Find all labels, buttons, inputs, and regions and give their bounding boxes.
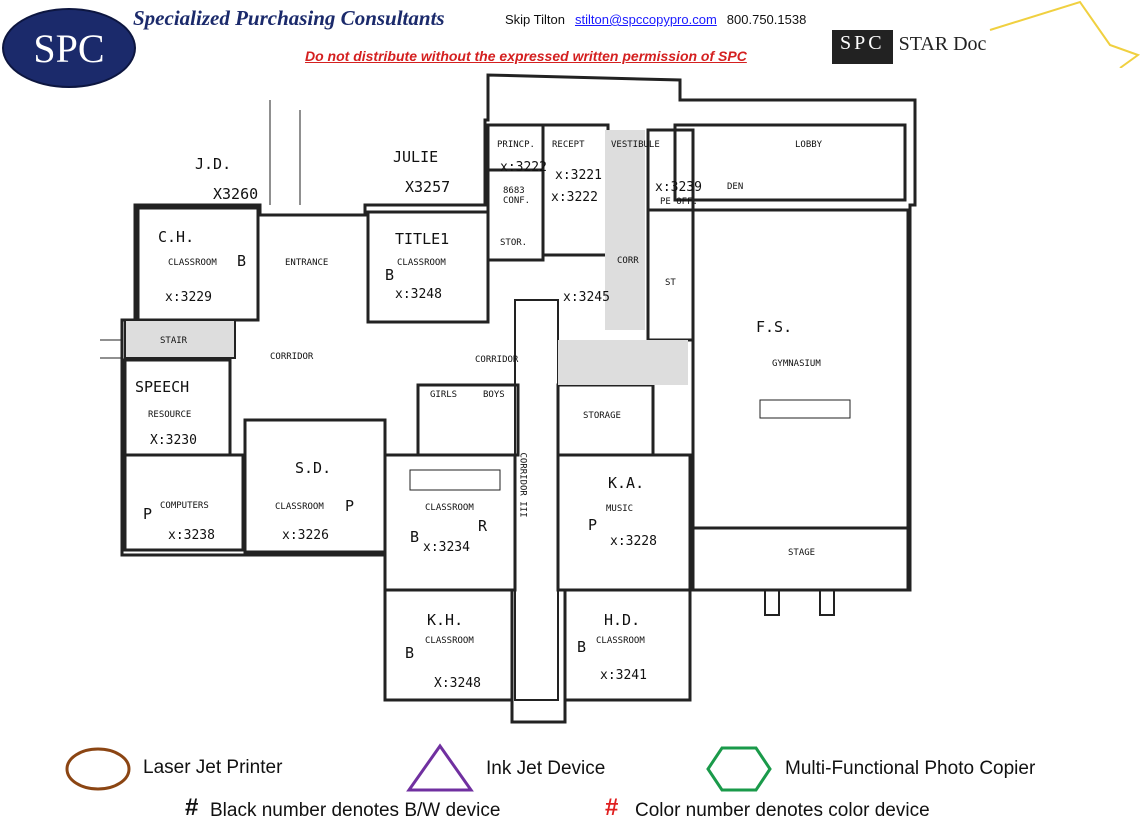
extension-label: x:3234 [423, 540, 470, 555]
legend-inkjet: Ink Jet Device [486, 758, 606, 779]
room-label: PRINCP. [497, 140, 535, 150]
room-label: TITLE1 [395, 230, 450, 248]
room-label: K.A. [608, 474, 645, 492]
inkjet-triangle-icon [406, 743, 474, 792]
bw-hash-icon: # [185, 794, 199, 821]
room-label: VESTIBULE [611, 140, 660, 150]
logo-text: SPC [33, 25, 105, 71]
room-label: JULIE [393, 148, 439, 166]
room-label: X3260 [213, 185, 259, 203]
extension-label: x:3241 [600, 668, 647, 683]
extension-label: x:3238 [168, 528, 215, 543]
room-label: BOYS [483, 390, 505, 400]
room-label: F.S. [756, 318, 793, 336]
device-code: B [410, 528, 420, 546]
room-label: CLASSROOM [168, 258, 217, 268]
legend-copier: Multi-Functional Photo Copier [785, 758, 1036, 779]
distribution-warning: Do not distribute without the expressed … [305, 48, 747, 64]
contact-name: Skip Tilton [505, 12, 565, 27]
room-label: CORRIDOR III [517, 452, 528, 518]
room-label: CLASSROOM [425, 636, 474, 646]
star-icon [989, 0, 1140, 68]
extension-label: X:3248 [434, 676, 481, 691]
stardoc-spc: SPC [832, 30, 893, 64]
extension-label: x:3248 [395, 287, 442, 302]
extension-label: x:3245 [563, 290, 610, 305]
room-label: STAIR [160, 336, 188, 346]
extension-label: x:3229 [165, 290, 212, 305]
room-label: RECEPT [552, 140, 585, 150]
room-label: COMPUTERS [160, 501, 209, 511]
room-label: CORRIDOR [475, 355, 519, 365]
spc-logo: SPC [2, 8, 136, 88]
device-code: B [405, 644, 415, 662]
room-label: CLASSROOM [397, 258, 446, 268]
extension-label: x:3228 [610, 534, 657, 549]
extension-label: x:3226 [282, 528, 329, 543]
room-label: J.D. [195, 155, 232, 173]
room-label: ENTRANCE [285, 258, 329, 268]
legend-color: Color number denotes color device [635, 800, 930, 821]
room-label: C.H. [158, 228, 195, 246]
device-code: B [237, 252, 247, 270]
room-label: 8683 CONF. [503, 186, 531, 206]
extension-label: x:3239 [655, 180, 702, 195]
room-label: STOR. [500, 238, 528, 248]
room-label: ST [665, 278, 676, 288]
legend-bw: Black number denotes B/W device [210, 800, 501, 821]
extension-label: x:3222 [551, 190, 598, 205]
room-label: RESOURCE [148, 410, 192, 420]
room-label: GIRLS [430, 390, 458, 400]
contact-info: Skip Tilton stilton@spccopypro.com 800.750… [505, 12, 806, 27]
room-label: CORR [617, 256, 639, 266]
device-code: R [478, 517, 488, 535]
extension-label: X:3230 [150, 433, 197, 448]
room-label: S.D. [295, 459, 332, 477]
room-label: PE OFF. [660, 197, 698, 207]
device-code: P [345, 497, 355, 515]
room-label: H.D. [604, 611, 641, 629]
room-label: DEN [727, 182, 744, 192]
room-label: STAGE [788, 548, 816, 558]
email-link[interactable]: stilton@spccopypro.com [574, 12, 717, 27]
stardoc-name: STAR Doc [898, 33, 987, 55]
color-hash-icon: # [605, 794, 619, 821]
device-code: P [588, 516, 598, 534]
device-code: B [385, 266, 395, 284]
extension-label: x:3222 [500, 160, 547, 175]
room-label: CLASSROOM [596, 636, 645, 646]
device-code: B [577, 638, 587, 656]
laser-printer-circle-icon [65, 747, 131, 791]
room-label: CLASSROOM [425, 503, 474, 513]
room-label: SPEECH [135, 378, 190, 396]
room-label: MUSIC [606, 504, 634, 514]
company-name: Specialized Purchasing Consultants [133, 6, 445, 30]
room-label: STORAGE [583, 411, 621, 421]
room-label: CLASSROOM [275, 502, 324, 512]
copier-hexagon-icon [706, 746, 772, 792]
extension-label: x:3221 [555, 168, 602, 183]
room-label: CORRIDOR [270, 352, 314, 362]
legend-laser: Laser Jet Printer [143, 757, 283, 778]
device-code: P [143, 505, 153, 523]
room-label: K.H. [427, 611, 464, 629]
room-label: GYMNASIUM [772, 359, 821, 369]
room-label: X3257 [405, 178, 451, 196]
phone: 800.750.1538 [726, 12, 807, 27]
room-label: LOBBY [795, 140, 823, 150]
